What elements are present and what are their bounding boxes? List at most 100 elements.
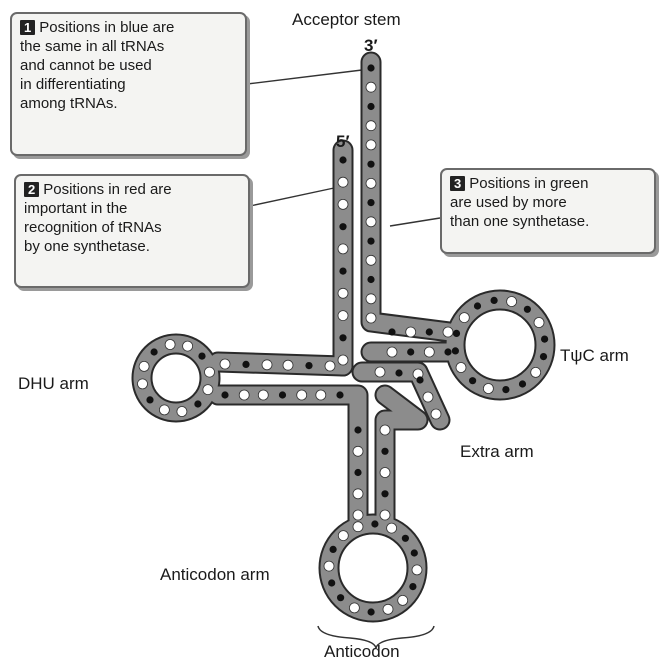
nucleotide-dot — [198, 353, 205, 360]
acceptor-stem-label: Acceptor stem — [292, 10, 401, 30]
three-prime-label: 3′ — [364, 36, 378, 56]
nucleotide-dot — [146, 396, 153, 403]
nucleotide-dot — [459, 313, 469, 323]
callout-2-line-2: important in the — [24, 199, 240, 218]
nucleotide-dot — [368, 608, 375, 615]
nucleotide-dot — [444, 348, 451, 355]
nucleotide-dot — [431, 409, 441, 419]
nucleotide-dot — [367, 238, 374, 245]
callout-1-line-4: in differentiating — [20, 75, 237, 94]
nucleotide-dot — [316, 390, 326, 400]
nucleotide-dot — [279, 391, 286, 398]
nucleotide-dot — [367, 103, 374, 110]
nucleotide-dot — [297, 390, 307, 400]
nucleotide-dot — [541, 336, 548, 343]
nucleotide-dot — [519, 380, 526, 387]
nucleotide-dot — [502, 386, 509, 393]
dhu-stem-lower — [218, 395, 358, 520]
nucleotide-dot — [474, 302, 481, 309]
nucleotide-dot — [452, 347, 459, 354]
nucleotide-dot — [353, 522, 363, 532]
nucleotide-dot — [371, 520, 378, 527]
nucleotide-dot — [491, 297, 498, 304]
dhu-arm-label: DHU arm — [18, 374, 89, 394]
nucleotide-dot — [367, 199, 374, 206]
nucleotide-dot — [395, 369, 402, 376]
extra-arm-label: Extra arm — [460, 442, 534, 462]
nucleotide-dot — [409, 583, 416, 590]
nucleotide-dot — [194, 400, 201, 407]
callout-1-line-5: among tRNAs. — [20, 94, 237, 113]
callout-2-leader — [250, 188, 334, 206]
nucleotide-dot — [325, 361, 335, 371]
anticodon-label: Anticodon — [324, 642, 400, 662]
nucleotide-dot — [426, 328, 433, 335]
nucleotide-dot — [366, 255, 376, 265]
nucleotide-dot — [367, 161, 374, 168]
nucleotide-dot — [258, 390, 268, 400]
nucleotide-dot — [138, 379, 148, 389]
nucleotide-dot — [387, 347, 397, 357]
nucleotide-dot — [411, 549, 418, 556]
acceptor-3prime-strand-outline — [371, 62, 450, 332]
nucleotide-dot — [203, 385, 213, 395]
acceptor-3prime-strand — [371, 62, 450, 332]
nucleotide-dot — [366, 313, 376, 323]
dhu-stem-lower-outline — [218, 395, 358, 520]
nucleotide-dot — [398, 595, 408, 605]
nucleotide-dot — [424, 347, 434, 357]
nucleotide-dot — [305, 362, 312, 369]
nucleotide-dot — [339, 334, 346, 341]
callout-1-leader — [247, 70, 362, 84]
nucleotide-dot — [328, 579, 335, 586]
nucleotide-dot — [239, 390, 249, 400]
nucleotide-dot — [388, 328, 395, 335]
nucleotide-dot — [507, 297, 517, 307]
nucleotide-dot — [338, 531, 348, 541]
callout-3-line-3: than one synthetase. — [450, 212, 646, 231]
nucleotide-dot — [383, 604, 393, 614]
nucleotide-dot — [366, 178, 376, 188]
nucleotide-dot — [380, 425, 390, 435]
nucleotide-dot — [412, 565, 422, 575]
nucleotide-dot — [338, 355, 348, 365]
nucleotide-dot — [402, 535, 409, 542]
nucleotide-dot — [220, 359, 230, 369]
nucleotide-dot — [339, 268, 346, 275]
tpsic-loop — [455, 300, 545, 390]
nucleotide-dot — [336, 391, 343, 398]
nucleotide-dot — [177, 407, 187, 417]
callout-3-number: 3 — [450, 176, 465, 191]
nucleotide-dot — [242, 361, 249, 368]
nucleotide-dot — [221, 391, 228, 398]
nucleotide-dot — [380, 510, 390, 520]
nucleotide-dot — [531, 367, 541, 377]
tpsic-arm-label: TψC arm — [560, 346, 629, 366]
nucleotide-dot — [407, 348, 414, 355]
nucleotide-dot — [353, 510, 363, 520]
anticodon-arm-label: Anticodon arm — [160, 565, 270, 585]
nucleotide-dot — [338, 311, 348, 321]
nucleotide-dot — [205, 367, 215, 377]
nucleotide-dot — [375, 367, 385, 377]
nucleotide-dot — [339, 156, 346, 163]
callout-1-line-2: the same in all tRNAs — [20, 37, 237, 56]
nucleotide-dot — [423, 392, 433, 402]
nucleotide-dot — [338, 199, 348, 209]
nucleotide-dot — [353, 489, 363, 499]
callout-2-number: 2 — [24, 182, 39, 197]
nucleotide-dot — [338, 244, 348, 254]
callout-1-line-3: and cannot be used — [20, 56, 237, 75]
nucleotide-dot — [366, 82, 376, 92]
dhu-stem-upper — [218, 362, 343, 366]
nucleotide-dot — [534, 318, 544, 328]
nucleotide-dot — [366, 217, 376, 227]
nucleotide-dot — [330, 546, 337, 553]
